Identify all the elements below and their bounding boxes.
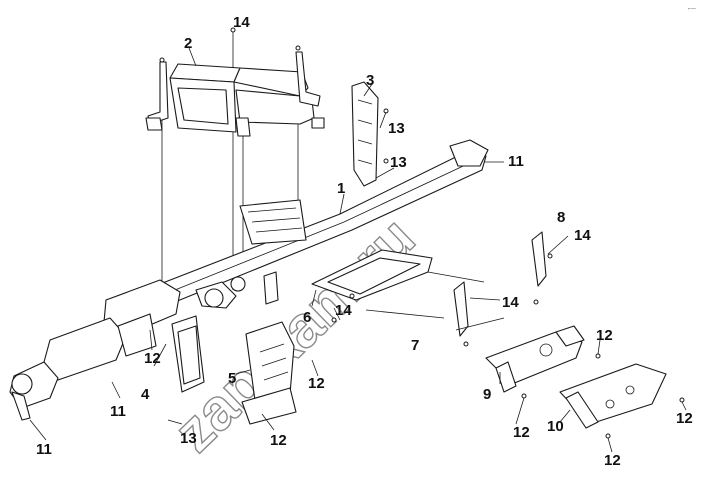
callout-part-11: 11	[36, 441, 52, 458]
callout-part-11: 11	[110, 403, 126, 420]
lower-bracket-part-5	[241, 321, 297, 425]
lower-bracket-part-4	[171, 315, 205, 393]
callout-part-8: 8	[557, 209, 565, 226]
callout-part-7: 7	[411, 337, 419, 354]
cross-car-beam-part	[9, 139, 489, 421]
callout-part-14: 14	[233, 14, 250, 31]
callout-part-2: 2	[184, 35, 192, 52]
callout-part-12: 12	[596, 327, 613, 344]
callout-part-1: 1	[337, 180, 345, 197]
tray-part-9	[485, 325, 601, 399]
callout-part-12: 12	[308, 375, 325, 392]
callout-part-14: 14	[574, 227, 591, 244]
callout-part-5: 5	[228, 370, 236, 387]
callouts: 2 14 3 13 13 1 11 8 14 14 6 14 7 12 9 10…	[36, 14, 693, 469]
callout-part-14: 14	[335, 302, 352, 319]
tray-part-10	[559, 363, 685, 439]
callout-part-11: 11	[508, 153, 524, 170]
callout-part-14: 14	[502, 294, 519, 311]
side-bracket-part	[351, 81, 389, 187]
callout-part-10: 10	[547, 418, 564, 435]
strap-part-7	[453, 281, 469, 347]
callout-part-12: 12	[604, 452, 621, 469]
callout-part-12: 12	[676, 410, 693, 427]
callout-part-9: 9	[483, 386, 491, 403]
callout-part-13: 13	[390, 154, 407, 171]
display-frame-part	[145, 27, 325, 137]
callout-part-12: 12	[270, 432, 287, 449]
callout-part-12: 12	[513, 424, 530, 441]
strap-part-8	[531, 231, 553, 305]
center-panel-part	[311, 249, 433, 323]
callout-part-13: 13	[388, 120, 405, 137]
callout-part-12: 12	[144, 350, 161, 367]
callout-part-13: 13	[180, 430, 197, 447]
callout-part-6: 6	[303, 309, 311, 326]
leader-lines	[29, 47, 687, 453]
callout-part-3: 3	[366, 72, 374, 89]
corner-mark: ⌐—	[688, 6, 696, 12]
callout-part-4: 4	[141, 386, 150, 403]
